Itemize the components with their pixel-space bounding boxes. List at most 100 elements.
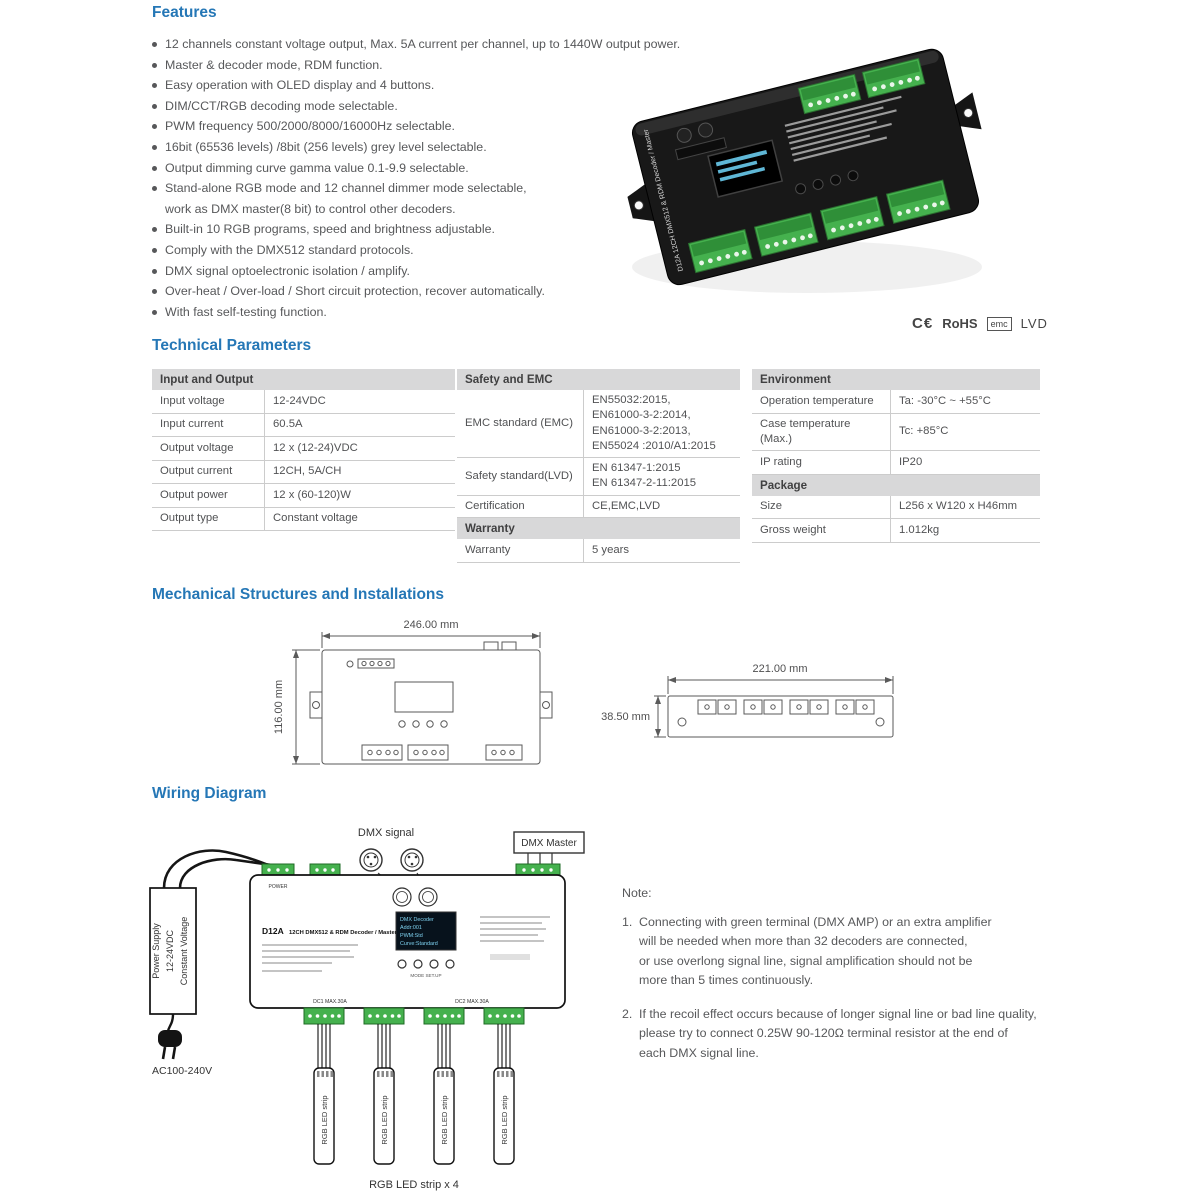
- strip-label: RGB LED strip: [500, 1095, 509, 1144]
- table-header: Input and Output: [152, 369, 455, 390]
- decoder-device: POWER D12A 12CH DMX512 & RDM Decoder / M…: [249, 863, 566, 1025]
- wiring-title: Wiring Diagram: [152, 785, 267, 802]
- param-value: 1.012kg: [890, 519, 1040, 542]
- param-value: IP20: [890, 451, 1040, 474]
- feature-text: Stand-alone RGB mode and 12 channel dimm…: [165, 181, 527, 196]
- param-value: 12 x (12-24)VDC: [264, 437, 455, 460]
- param-value: 12 x (60-120)W: [264, 484, 455, 507]
- terminal-block-top: [261, 863, 561, 877]
- feature-item: 12 channels constant voltage output, Max…: [152, 34, 712, 55]
- terminal-block-bottom: [687, 179, 951, 274]
- table-header: Safety and EMC: [457, 369, 740, 390]
- front-view: [292, 632, 553, 765]
- feature-item-continuation: work as DMX master(8 bit) to control oth…: [152, 199, 712, 220]
- param-value: 60.5A: [264, 413, 455, 436]
- bullet-icon: [152, 83, 157, 89]
- certification-marks: C€ RoHS emc LVD: [912, 315, 1048, 332]
- feature-item: With fast self-testing function.: [152, 302, 712, 323]
- param-label: Warranty: [465, 543, 511, 556]
- device-description: 12CH DMX512 & RDM Decoder / Master: [289, 930, 398, 936]
- bullet-icon: [152, 124, 157, 130]
- param-value: Tc: +85°C: [890, 413, 1040, 450]
- param-value: 5 years: [583, 538, 740, 562]
- feature-text: Over-heat / Over-load / Short circuit pr…: [165, 284, 545, 299]
- feature-item: 16bit (65536 levels) /8bit (256 levels) …: [152, 137, 712, 158]
- note-number: 2.: [622, 1006, 633, 1021]
- buttons-label: MODE SET.UP: [410, 973, 441, 978]
- strip-label: RGB LED strip: [380, 1095, 389, 1144]
- param-value: 12CH, 5A/CH: [264, 460, 455, 483]
- param-label: EMC standard (EMC): [465, 416, 573, 429]
- param-label: Safety standard(LVD): [465, 469, 573, 482]
- feature-item: PWM frequency 500/2000/8000/16000Hz sele…: [152, 116, 712, 137]
- bottom-view: [654, 676, 894, 738]
- feature-text: DIM/CCT/RGB decoding mode selectable.: [165, 98, 398, 113]
- ce-mark: C€: [912, 315, 934, 332]
- device-body: D12A 12CH DMX512 & RDM Decoder / Master: [627, 48, 982, 286]
- strip-label: RGB LED strip: [440, 1095, 449, 1144]
- feature-item: Built-in 10 RGB programs, speed and brig…: [152, 219, 712, 240]
- bullet-icon: [152, 247, 157, 253]
- note-item: 2. If the recoil effect occurs because o…: [622, 1005, 1077, 1064]
- features-list: 12 channels constant voltage output, Max…: [152, 34, 712, 322]
- table-header: Warranty: [457, 517, 740, 539]
- feature-item: Stand-alone RGB mode and 12 channel dimm…: [152, 178, 712, 199]
- table-header: Package: [752, 474, 1040, 496]
- device-buttons: [795, 170, 859, 195]
- feature-item: Over-heat / Over-load / Short circuit pr…: [152, 281, 712, 302]
- param-label: Output current: [160, 465, 233, 478]
- note-text: Connecting with green terminal (DMX AMP)…: [639, 914, 992, 988]
- oled-line-2: Addr:001: [400, 925, 422, 931]
- feature-text: Comply with the DMX512 standard protocol…: [165, 242, 414, 257]
- feature-item: Easy operation with OLED display and 4 b…: [152, 75, 712, 96]
- feature-text: DMX signal optoelectronic isolation / am…: [165, 263, 410, 278]
- bullet-icon: [152, 227, 157, 233]
- strip-wires: [317, 1024, 511, 1068]
- oled-display: DMX Decoder Addr:001 PWM:Std Curve:Stand…: [395, 911, 457, 951]
- table-safety-emc: Safety and EMC EMC standard (EMC) EN55032…: [457, 369, 740, 563]
- param-label: Output power: [160, 488, 228, 501]
- table-header: Environment: [752, 369, 1040, 390]
- bullet-icon: [152, 103, 157, 109]
- param-label: Output voltage: [160, 441, 234, 454]
- bullet-icon: [152, 186, 157, 192]
- param-label: Size: [760, 500, 782, 513]
- power-supply-line1: Power Supply: [151, 923, 161, 979]
- oled-line-4: Curve:Standard: [400, 941, 438, 947]
- feature-item: Output dimming curve gamma value 0.1-9.9…: [152, 158, 712, 179]
- emc-mark: emc: [986, 316, 1012, 331]
- bullet-icon: [152, 309, 157, 315]
- terminal-block-top: [797, 57, 926, 115]
- param-label: Input current: [160, 418, 224, 431]
- printed-specs: [784, 95, 902, 162]
- dc2-label: DC2 MAX.30A: [455, 999, 489, 1005]
- power-supply-line2: 12-24VDC: [165, 929, 175, 972]
- param-value: EN55032:2015, EN61000-3-2:2014, EN61000-…: [583, 390, 740, 457]
- feature-text: Output dimming curve gamma value 0.1-9.9…: [165, 160, 469, 175]
- note-text: If the recoil effect occurs because of l…: [639, 1006, 1037, 1060]
- power-wire: [162, 849, 269, 889]
- bullet-icon: [152, 42, 157, 47]
- param-label: Output type: [160, 512, 219, 525]
- device-buttons: [397, 959, 455, 969]
- strip-label: RGB LED strip: [320, 1095, 329, 1144]
- dmx-master-box: [513, 831, 585, 854]
- param-label: Operation temperature: [760, 394, 874, 407]
- power-port-label: POWER: [269, 884, 288, 890]
- dmx-signal-label: DMX signal: [358, 827, 414, 839]
- bullet-icon: [152, 165, 157, 171]
- mechanical-title: Mechanical Structures and Installations: [152, 586, 444, 603]
- note-item: 1. Connecting with green terminal (DMX A…: [622, 913, 1077, 991]
- dim-front-width: 246.00 mm: [403, 619, 458, 631]
- param-label: Input voltage: [160, 394, 225, 407]
- param-value: CE,EMC,LVD: [583, 495, 740, 517]
- dim-bottom-width: 221.00 mm: [752, 663, 807, 675]
- lvd-mark: LVD: [1020, 316, 1048, 331]
- feature-text: 16bit (65536 levels) /8bit (256 levels) …: [165, 139, 487, 154]
- bullet-icon: [152, 289, 157, 295]
- rohs-mark: RoHS: [942, 316, 978, 331]
- dmx-master-label: DMX Master: [521, 838, 577, 849]
